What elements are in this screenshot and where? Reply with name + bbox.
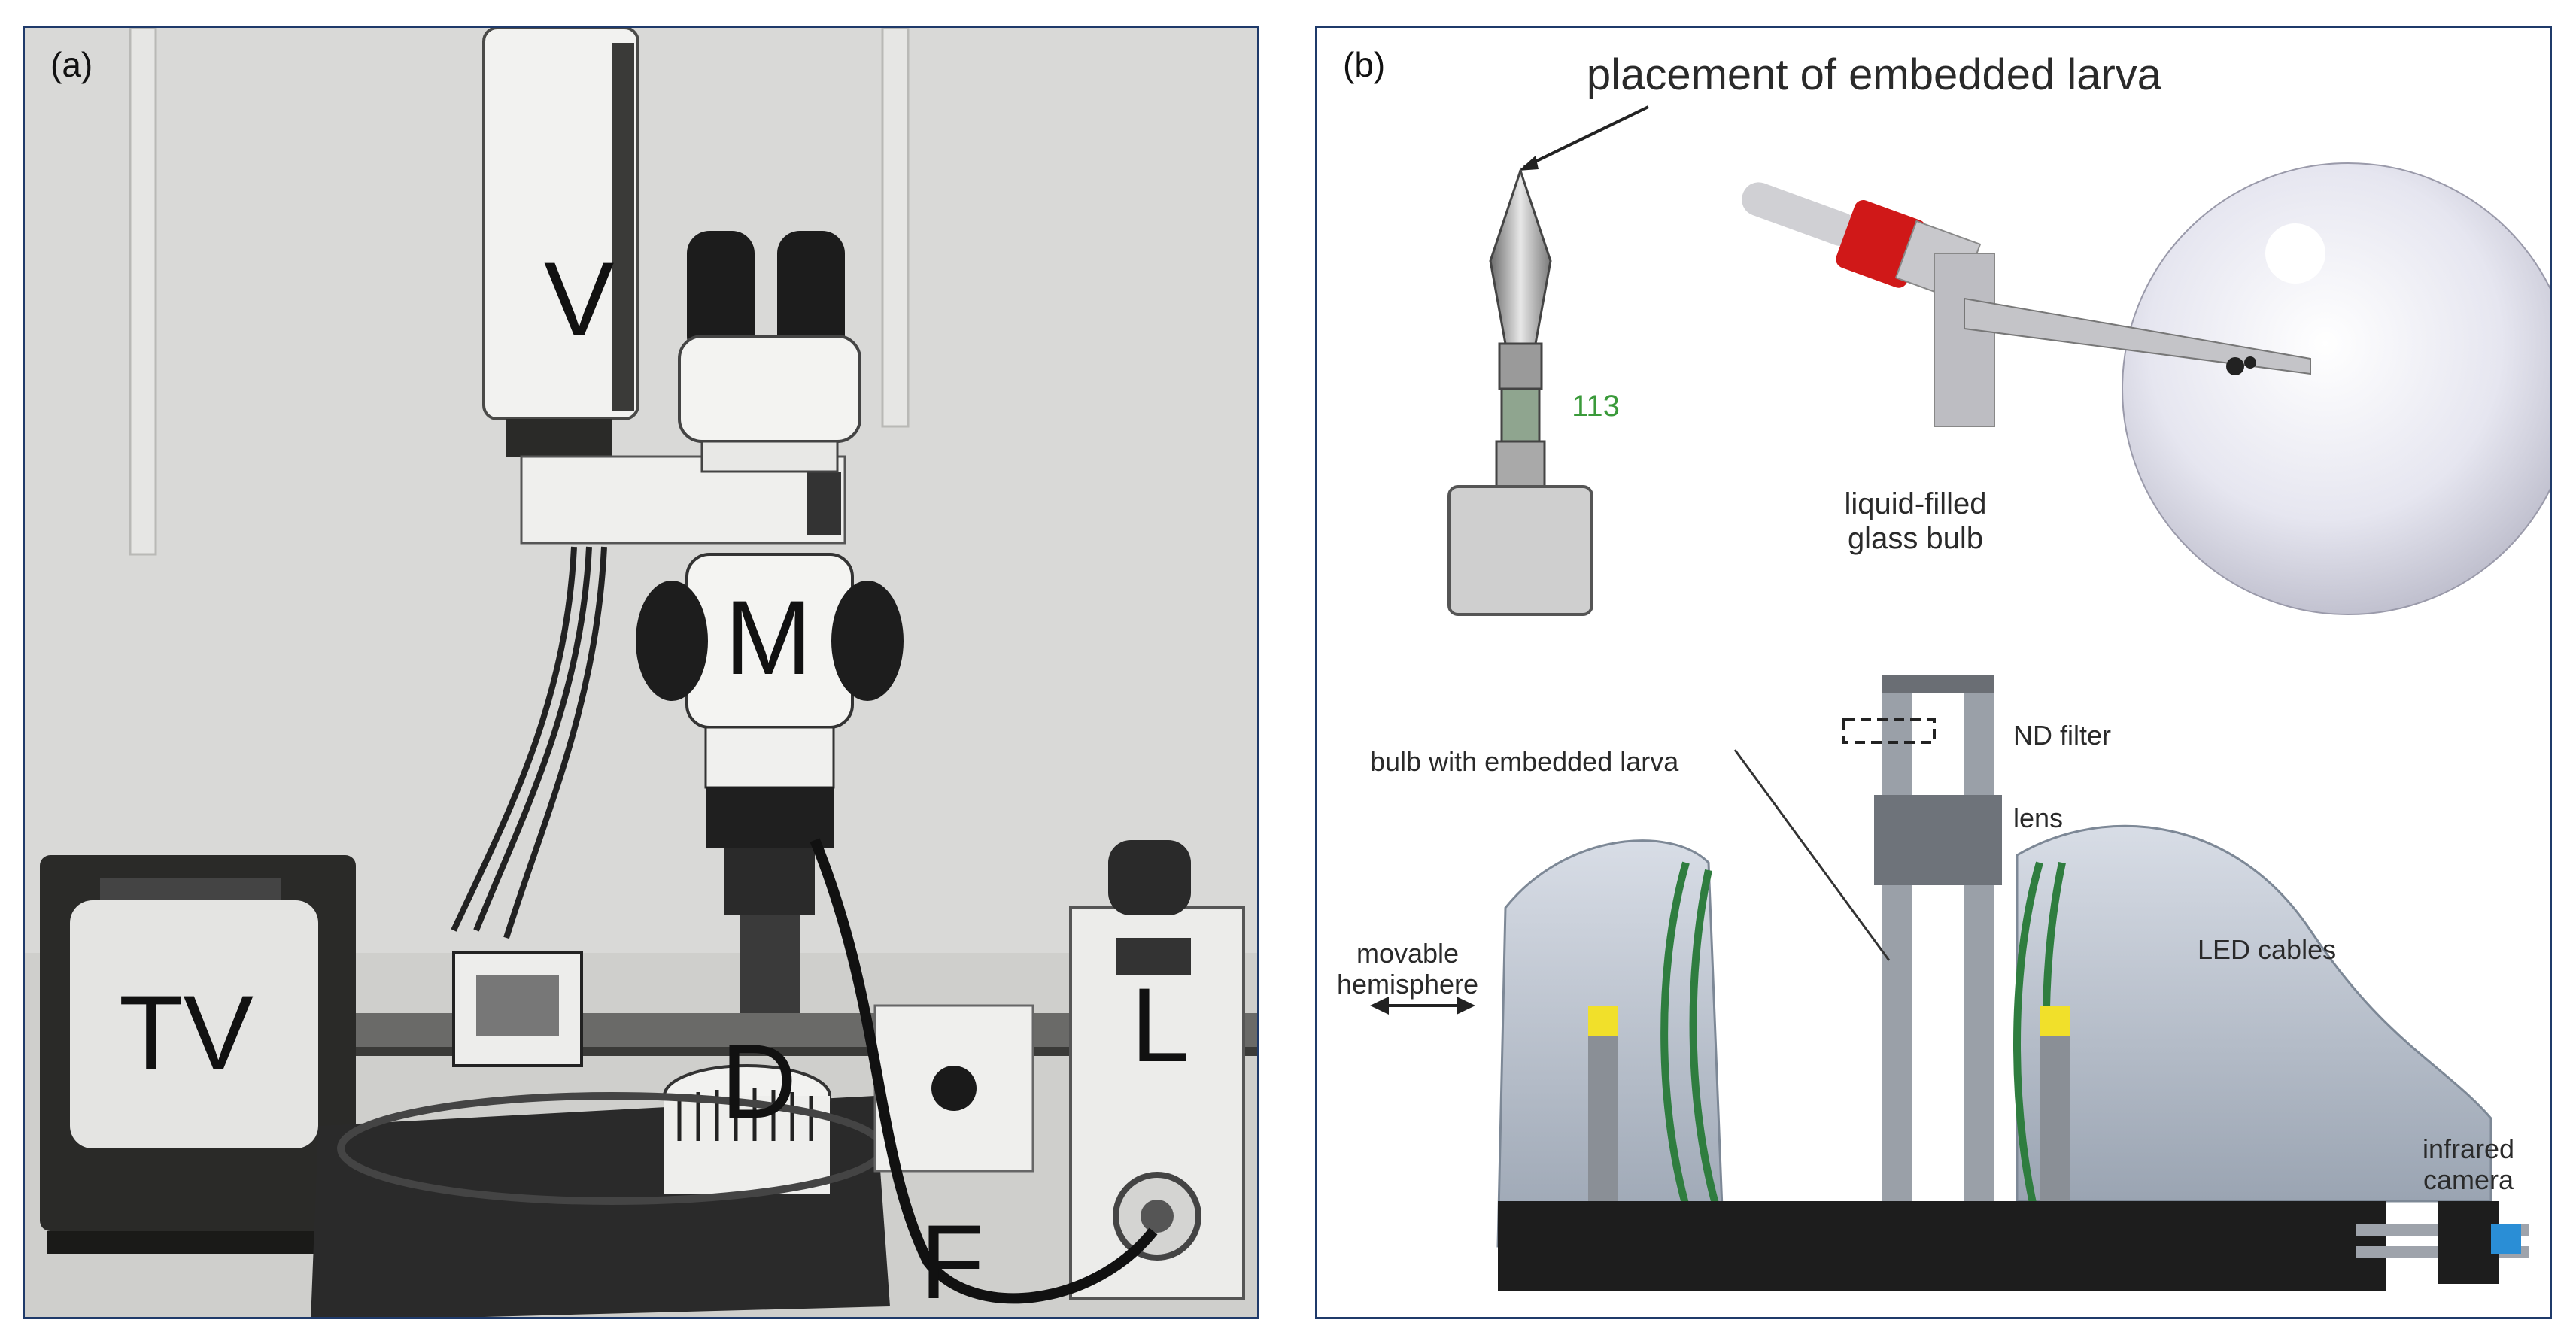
lamp-unit xyxy=(1069,840,1245,1300)
label-camera-line1: infrared xyxy=(2422,1133,2515,1164)
tv-monitor xyxy=(40,855,356,1254)
bulb-holder xyxy=(1742,182,2311,427)
glass-vial xyxy=(1447,167,1593,616)
nd-filter-outline xyxy=(1842,718,1936,744)
label-movable-line2: hemisphere xyxy=(1336,969,1479,1000)
knob-box xyxy=(873,1004,1034,1173)
v-unit xyxy=(482,28,639,457)
label-glass-bulb-line2: glass bulb xyxy=(1847,522,1984,555)
label-d: D xyxy=(721,1022,797,1140)
label-infrared-camera: infrared camera xyxy=(2386,1133,2550,1196)
placement-arrow xyxy=(1523,105,1649,168)
panel-b-diagram: (b) xyxy=(1315,26,2552,1319)
wall-tube-left xyxy=(129,28,157,556)
panel-b-letter: (b) xyxy=(1343,45,1386,84)
lower-apparatus xyxy=(1370,675,2529,1291)
apparatus-photo-bw xyxy=(25,28,1257,1317)
panel-a-photo: (a) xyxy=(23,26,1259,1319)
label-movable-line1: movable xyxy=(1356,938,1460,969)
label-l: L xyxy=(1131,966,1189,1084)
glass-bulb-sphere xyxy=(2122,162,2550,615)
label-camera-line2: camera xyxy=(2423,1164,2514,1196)
wall-tube-right xyxy=(881,28,910,428)
label-movable-hemisphere: movable hemisphere xyxy=(1317,938,1498,1000)
label-tv: TV xyxy=(119,973,254,1091)
label-glass-bulb-line1: liquid-filled xyxy=(1844,487,1987,520)
drum-base xyxy=(311,1064,890,1317)
panel-a-letter: (a) xyxy=(50,45,93,84)
label-f: F xyxy=(920,1203,985,1319)
label-v: V xyxy=(544,240,615,358)
setup-illustration xyxy=(1370,105,2550,1291)
label-bulb-embedded: bulb with embedded larva xyxy=(1370,746,1679,777)
microscope-eyepieces xyxy=(678,231,861,473)
label-lens: lens xyxy=(2013,802,2064,833)
label-vial-code: 113 xyxy=(1572,390,1620,423)
label-led-cables: LED cables xyxy=(2198,934,2337,965)
lens-housing xyxy=(1874,795,2002,885)
camera-body xyxy=(2438,1201,2499,1284)
label-nd-filter: ND filter xyxy=(2013,720,2112,751)
fibre-cable xyxy=(810,838,1158,1304)
label-glass-bulb: liquid-filled glass bulb xyxy=(1788,487,2043,556)
label-m: M xyxy=(724,578,813,696)
label-placement: placement of embedded larva xyxy=(1586,50,2162,99)
